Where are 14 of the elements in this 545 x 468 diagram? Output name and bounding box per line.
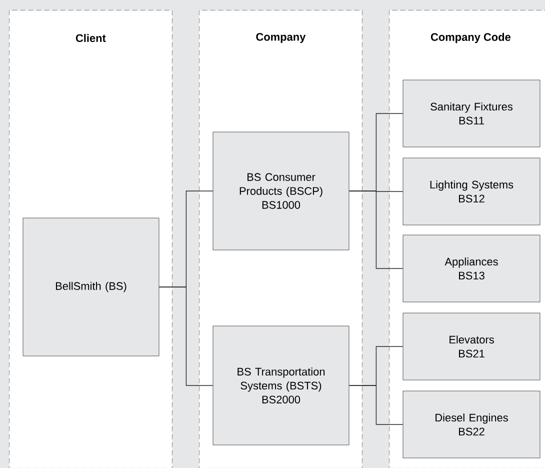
org-box: Sanitary Fixtures BS11 — [402, 80, 540, 148]
column-heading: Company — [256, 33, 306, 43]
org-box: Appliances BS13 — [402, 234, 540, 302]
org-box: BS Transportation Systems (BSTS) BS2000 — [212, 326, 350, 446]
column-heading: Company Code — [430, 32, 510, 44]
connector-line — [158, 286, 214, 386]
org-box: BS Consumer Products (BSCP) BS1000 — [212, 132, 350, 250]
connector-line — [348, 190, 404, 269]
org-box: Diesel Engines BS22 — [402, 390, 540, 458]
org-box: Elevators BS21 — [402, 312, 540, 380]
connector-line — [348, 385, 404, 425]
org-box: Lighting Systems BS12 — [402, 158, 540, 226]
column-heading: Client — [76, 34, 106, 42]
org-box: BellSmith (BS) — [22, 218, 160, 356]
